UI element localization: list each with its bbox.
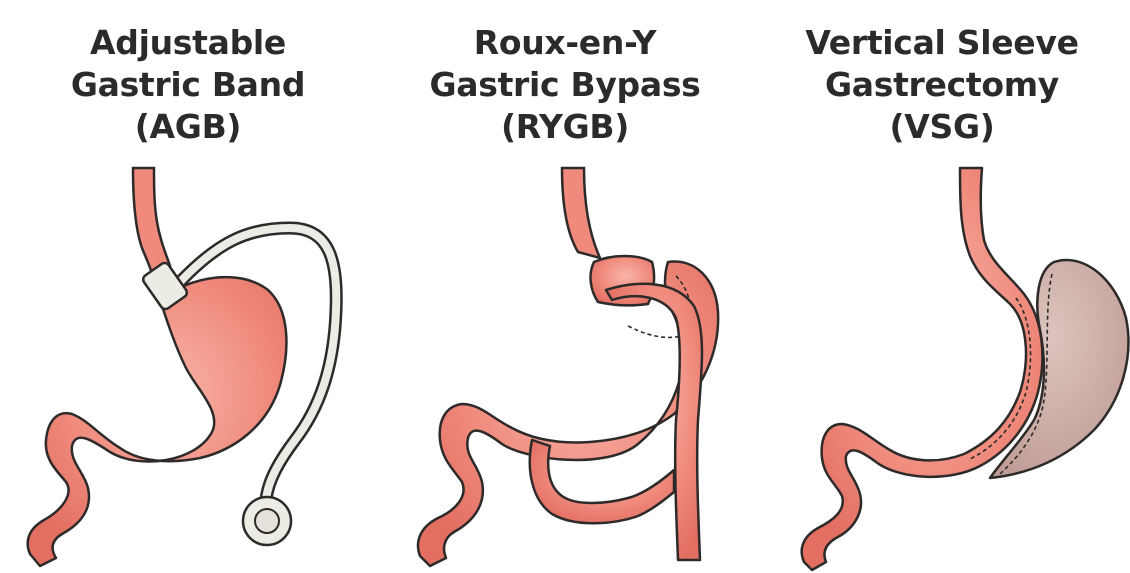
vsg-panel: Vertical Sleeve Gastrectomy (VSG) bbox=[754, 0, 1130, 573]
rygb-esophagus bbox=[562, 168, 600, 258]
vsg-illustration bbox=[754, 0, 1130, 573]
vsg-sleeve-stomach bbox=[802, 168, 1043, 570]
agb-illustration bbox=[0, 0, 376, 573]
rygb-panel: Roux-en-Y Gastric Bypass (RYGB) bbox=[376, 0, 754, 573]
agb-esophagus bbox=[133, 168, 170, 274]
rygb-illustration bbox=[376, 0, 754, 573]
agb-panel: Adjustable Gastric Band (AGB) bbox=[0, 0, 376, 573]
